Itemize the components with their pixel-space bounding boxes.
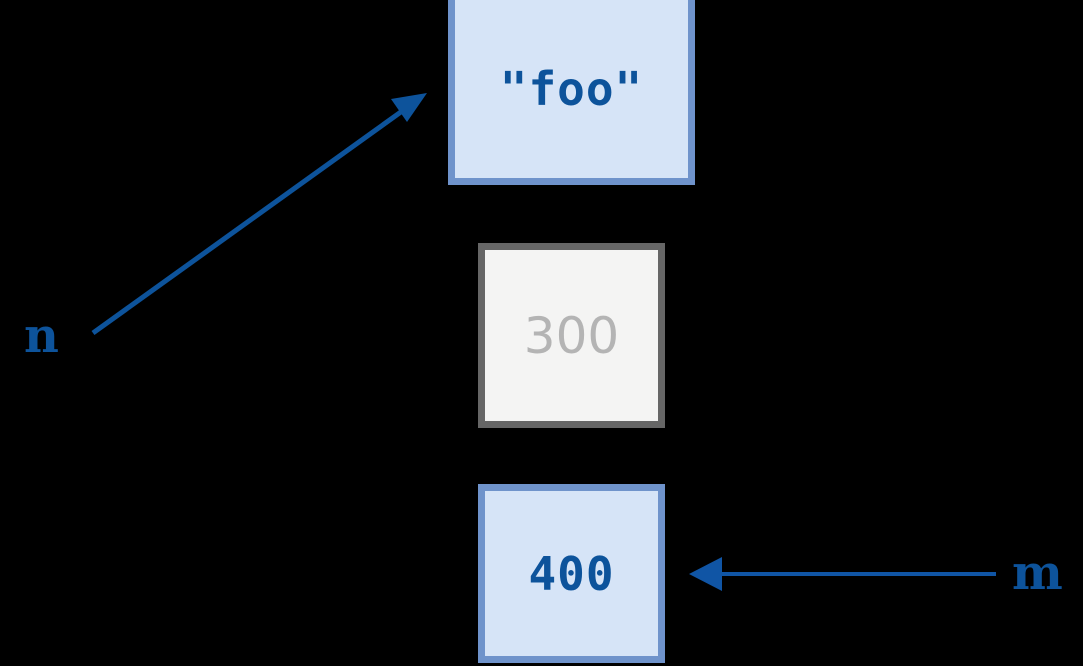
arrow-m-to-400 — [689, 557, 996, 591]
variable-label-n: n — [24, 308, 59, 364]
value-box-300-text: 300 — [523, 306, 620, 365]
arrow-n-to-foo — [91, 93, 427, 336]
value-box-400: 400 — [478, 484, 665, 663]
value-box-300: 300 — [478, 243, 665, 428]
value-box-foo: "foo" — [448, 0, 695, 185]
variable-label-m: m — [1012, 545, 1063, 601]
value-box-400-text: 400 — [528, 546, 615, 601]
value-box-foo-text: "foo" — [499, 62, 644, 116]
